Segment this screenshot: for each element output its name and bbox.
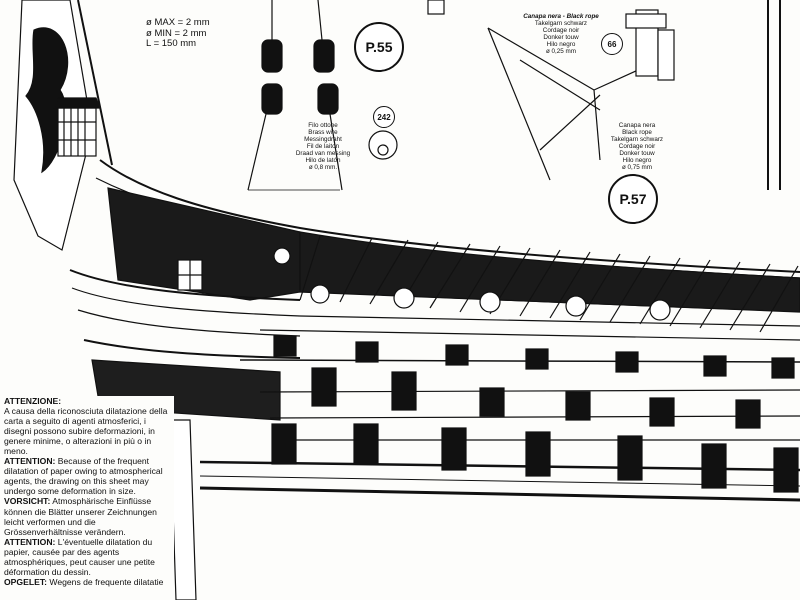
- length: L = 150 mm: [146, 38, 197, 50]
- notice-text-it: A causa della riconosciuta dilatazione d…: [4, 406, 168, 457]
- black-rope-label-thick: Canapa nera Black rope Takelgarn schwarz…: [597, 122, 677, 171]
- wire-line: Hilo de latón: [305, 157, 341, 165]
- notice-heading-de: VORSICHT:: [4, 496, 51, 507]
- brass-wire-label: Filo ottone Brass wire Messingdraht Fil …: [278, 122, 368, 171]
- rope-line: ø 0,25 mm: [545, 48, 577, 56]
- notice-text-de: Atmosphärische Einflüsse können die Blät…: [4, 496, 157, 537]
- min-diameter: ø MIN = 2 mm: [146, 27, 207, 39]
- notice-heading-en: ATTENTION:: [4, 456, 56, 467]
- rope-line: Takelgarn schwarz: [610, 136, 664, 144]
- plate-p57-badge: P.57: [608, 174, 658, 224]
- part-66-badge: 66: [601, 33, 623, 55]
- rope-line: Cordage noir: [542, 27, 580, 35]
- notice-text-en: Because of the frequent dilatation of pa…: [4, 456, 163, 497]
- plate-p55-badge: P.55: [354, 22, 404, 72]
- paper-dilatation-notice: ATTENZIONE: A causa della riconosciuta d…: [4, 396, 174, 587]
- notice-text-fr: L'éventuelle dilatation du papier, causé…: [4, 536, 155, 577]
- rope-line: Cordage noir: [618, 143, 656, 151]
- notice-heading-fr: ATTENTION:: [4, 536, 56, 547]
- rope-line: Donker touw: [543, 34, 579, 42]
- rope-line: Black rope: [622, 129, 652, 137]
- wire-line: Draad van messing: [295, 150, 351, 158]
- notice-heading-it: ATTENZIONE:: [4, 396, 62, 406]
- rope-title: Canapa nera - Black rope: [523, 13, 599, 20]
- notice-heading-nl: OPGELET:: [4, 576, 47, 587]
- dimension-spec: ø MAX = 2 mm ø MIN = 2 mm L = 150 mm: [146, 17, 210, 50]
- rope-line: Donker touw: [619, 150, 655, 158]
- wire-line: ø 0,8 mm.: [308, 164, 338, 172]
- wire-line: Brass wire: [308, 129, 338, 137]
- wire-line: Filo ottone: [308, 122, 338, 129]
- notice-text-nl: Wegens de frequente dilatatie: [49, 576, 164, 587]
- wire-line: Fil de laiton: [306, 143, 340, 151]
- max-diameter: ø MAX = 2 mm: [146, 17, 210, 28]
- rope-line: Hilo negro: [546, 41, 576, 49]
- rope-line: ø 0,75 mm: [621, 164, 653, 172]
- part-242-badge: 242: [373, 106, 395, 128]
- rope-line: Takelgarn schwarz: [534, 20, 588, 28]
- rope-line: Canapa nera: [618, 122, 656, 129]
- wire-line: Messingdraht: [304, 136, 342, 144]
- rope-line: Hilo negro: [622, 157, 652, 165]
- black-rope-label-fine: Canapa nera - Black rope Takelgarn schwa…: [506, 13, 616, 55]
